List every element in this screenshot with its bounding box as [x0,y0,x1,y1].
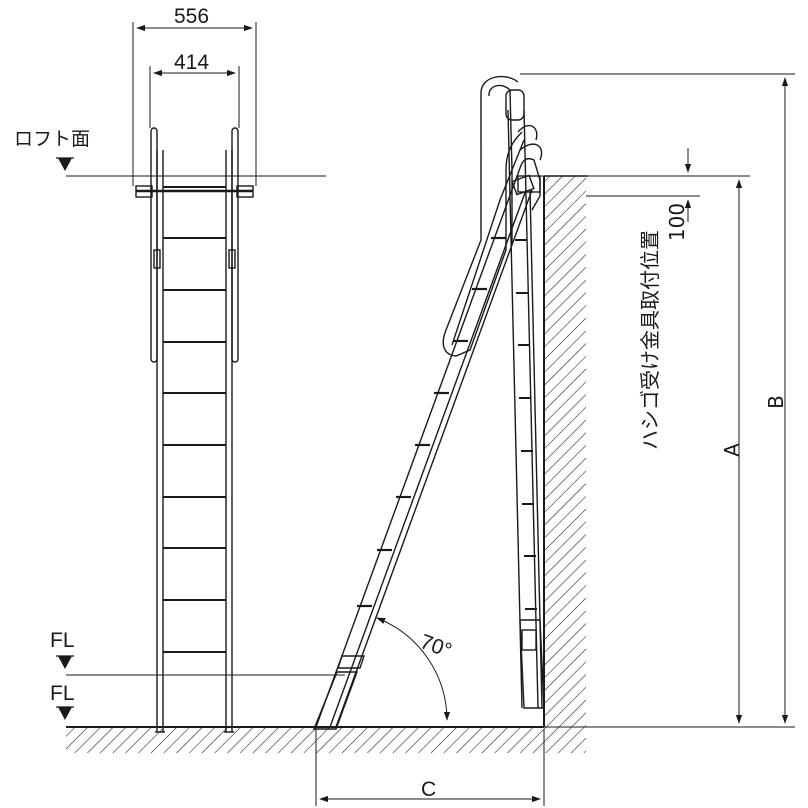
front-view-ladder [135,127,254,733]
dimension-c [315,729,545,806]
fl-level-mark-lower [56,706,74,720]
loft-level-mark [56,157,74,171]
dimension-414 [149,66,240,128]
inclined-ladder [312,157,541,730]
handrail-loop [442,75,525,357]
fl-label-lower: FL [50,682,75,705]
dimension-a-label: A [720,443,744,457]
dimension-100-label: 100 [665,202,689,242]
wall-hatching [543,175,588,753]
angle-arc [376,617,451,721]
dimension-556-label: 556 [174,5,210,28]
fl-level-mark-upper [56,655,74,669]
fl-label-upper: FL [50,629,75,652]
dimension-414-label: 414 [174,51,210,74]
dimension-c-label: C [421,778,437,801]
dimension-b-label: B [764,395,788,409]
stored-ladder [505,89,545,709]
dimension-556 [132,22,257,186]
loft-surface-label: ロフト面 [14,128,91,150]
floor-hatching [66,726,544,753]
bracket-position-label: ハシゴ受け金具取付位置 [638,230,662,450]
